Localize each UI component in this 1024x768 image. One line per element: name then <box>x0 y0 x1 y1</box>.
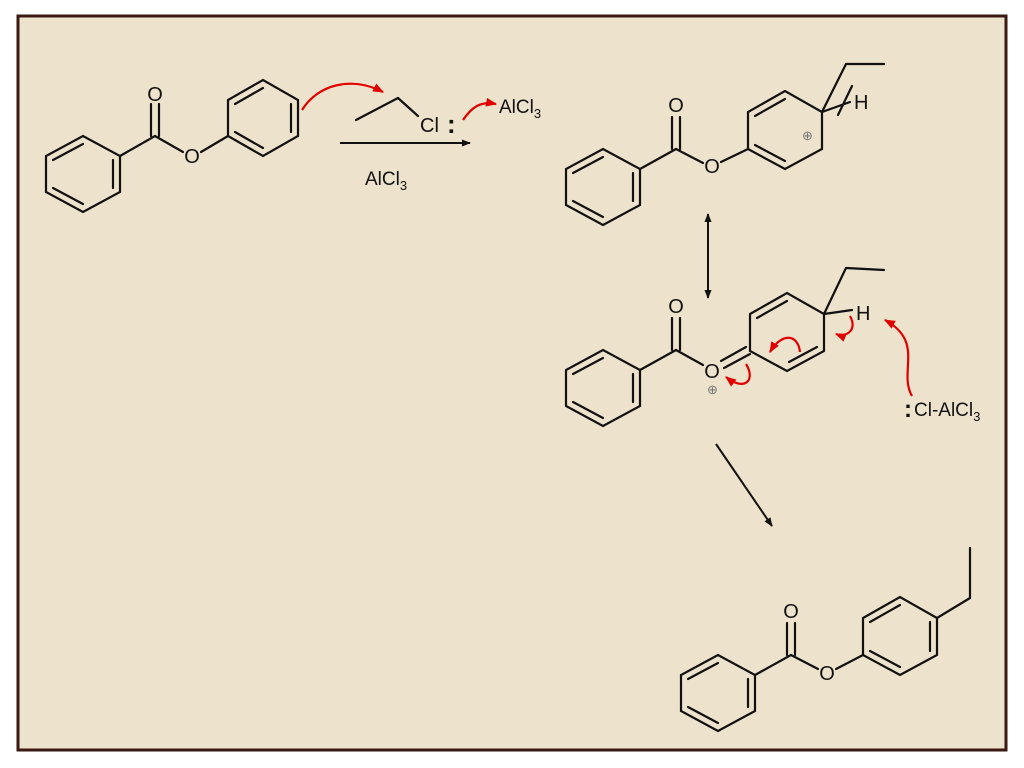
ester-bond <box>153 134 185 154</box>
ring-double-bond <box>571 400 605 420</box>
lewis-acid-label: AlCl3 <box>499 97 541 121</box>
ring-double-bond <box>571 356 605 376</box>
base-lone-pair: : <box>904 396 912 423</box>
carbonyl-oxygen-label: O <box>668 296 684 318</box>
ester-oxygen-label: O <box>704 156 720 178</box>
hydrogen-label: H <box>856 303 870 325</box>
phenyl-benzoate-reactant: O O <box>44 78 300 214</box>
exocyclic-to-oxygen-arrow <box>725 363 751 387</box>
ring-double-bond <box>233 86 265 106</box>
c-h-bond <box>820 100 852 114</box>
ring-attack-curved-arrow <box>301 82 384 111</box>
ring-double-bond <box>868 603 902 624</box>
benzoyl-ring <box>679 653 757 733</box>
ring-double-bond <box>571 199 605 219</box>
ring-double-bond <box>787 345 819 364</box>
chlorine-label: Cl <box>420 115 439 137</box>
carbonyl-oxygen-label: O <box>783 601 799 623</box>
ethyl-bond <box>820 62 848 114</box>
hydrogen-label: H <box>854 92 868 114</box>
oxonium-oxygen-label: O <box>704 361 720 383</box>
oxonium-plus-charge: ⊕ <box>707 382 718 397</box>
ring-double-bond <box>753 97 787 118</box>
ring-double-bond <box>571 155 605 175</box>
benzoyl-ring <box>564 147 642 227</box>
ring-double-bond <box>686 661 720 681</box>
ester-bond <box>674 147 705 165</box>
sigma-complex-resonance-a: O O ⊕ H <box>564 62 886 227</box>
ethyl-bond <box>822 266 848 316</box>
ring-double-bond <box>868 649 902 669</box>
ester-oxygen-label: O <box>184 146 200 168</box>
aryl-carbonyl-bond <box>638 348 678 372</box>
ring-pi-shift-arrow <box>769 336 802 353</box>
aryl-carbonyl-bond <box>753 653 793 677</box>
chlorine-lone-pair: : <box>447 109 456 139</box>
ring-double-bond <box>51 142 85 162</box>
hash-mark <box>836 84 854 117</box>
ethyl-bond <box>844 266 886 272</box>
ester-bond <box>834 653 865 671</box>
ethylphenyl-benzoate-product: O O <box>679 546 972 733</box>
sigma-complex-resonance-b: O O ⊕ H <box>564 266 886 428</box>
ring-double-bond <box>755 299 789 320</box>
ester-oxygen-label: O <box>819 663 835 685</box>
carbonyl-oxygen-label: O <box>147 84 163 106</box>
catalyst-label: AlCl3 <box>365 169 407 193</box>
phenoxy-ring <box>226 78 300 158</box>
ring-double-bond <box>233 130 265 150</box>
ring-double-bond <box>686 705 720 725</box>
ester-bond <box>199 134 230 154</box>
ester-bond <box>789 653 820 671</box>
base-attack-curved-arrow <box>884 319 913 397</box>
ethyl-chloride-reagent: Cl : AlCl3 <box>354 96 541 139</box>
exocyclic-double-bond <box>719 345 748 363</box>
benzoyl-ring <box>564 348 642 428</box>
ethyl-bond <box>935 596 972 620</box>
chloroaluminate-label: Cl-AlCl3 <box>914 400 980 424</box>
product-arrow <box>715 443 773 527</box>
ch-bond-to-ring-arrow <box>834 315 854 342</box>
ring-plus-charge: ⊕ <box>802 128 813 143</box>
ester-bond <box>674 348 705 367</box>
benzoyl-ring <box>44 134 122 214</box>
exocyclic-double-bond <box>722 352 752 370</box>
ester-bond <box>719 147 750 164</box>
aryl-carbonyl-bond <box>638 147 678 171</box>
ring-double-bond <box>753 143 787 163</box>
ethyl-bond <box>354 96 400 122</box>
ring-double-bond <box>51 186 85 206</box>
ethyl-bond <box>396 96 420 118</box>
carbonyl-oxygen-label: O <box>668 95 684 117</box>
aryl-carbonyl-bond <box>118 134 157 158</box>
scheme-frame <box>16 14 1008 752</box>
chlorine-to-lewis-acid-arrow <box>462 97 498 121</box>
c-h-bond <box>822 308 854 316</box>
